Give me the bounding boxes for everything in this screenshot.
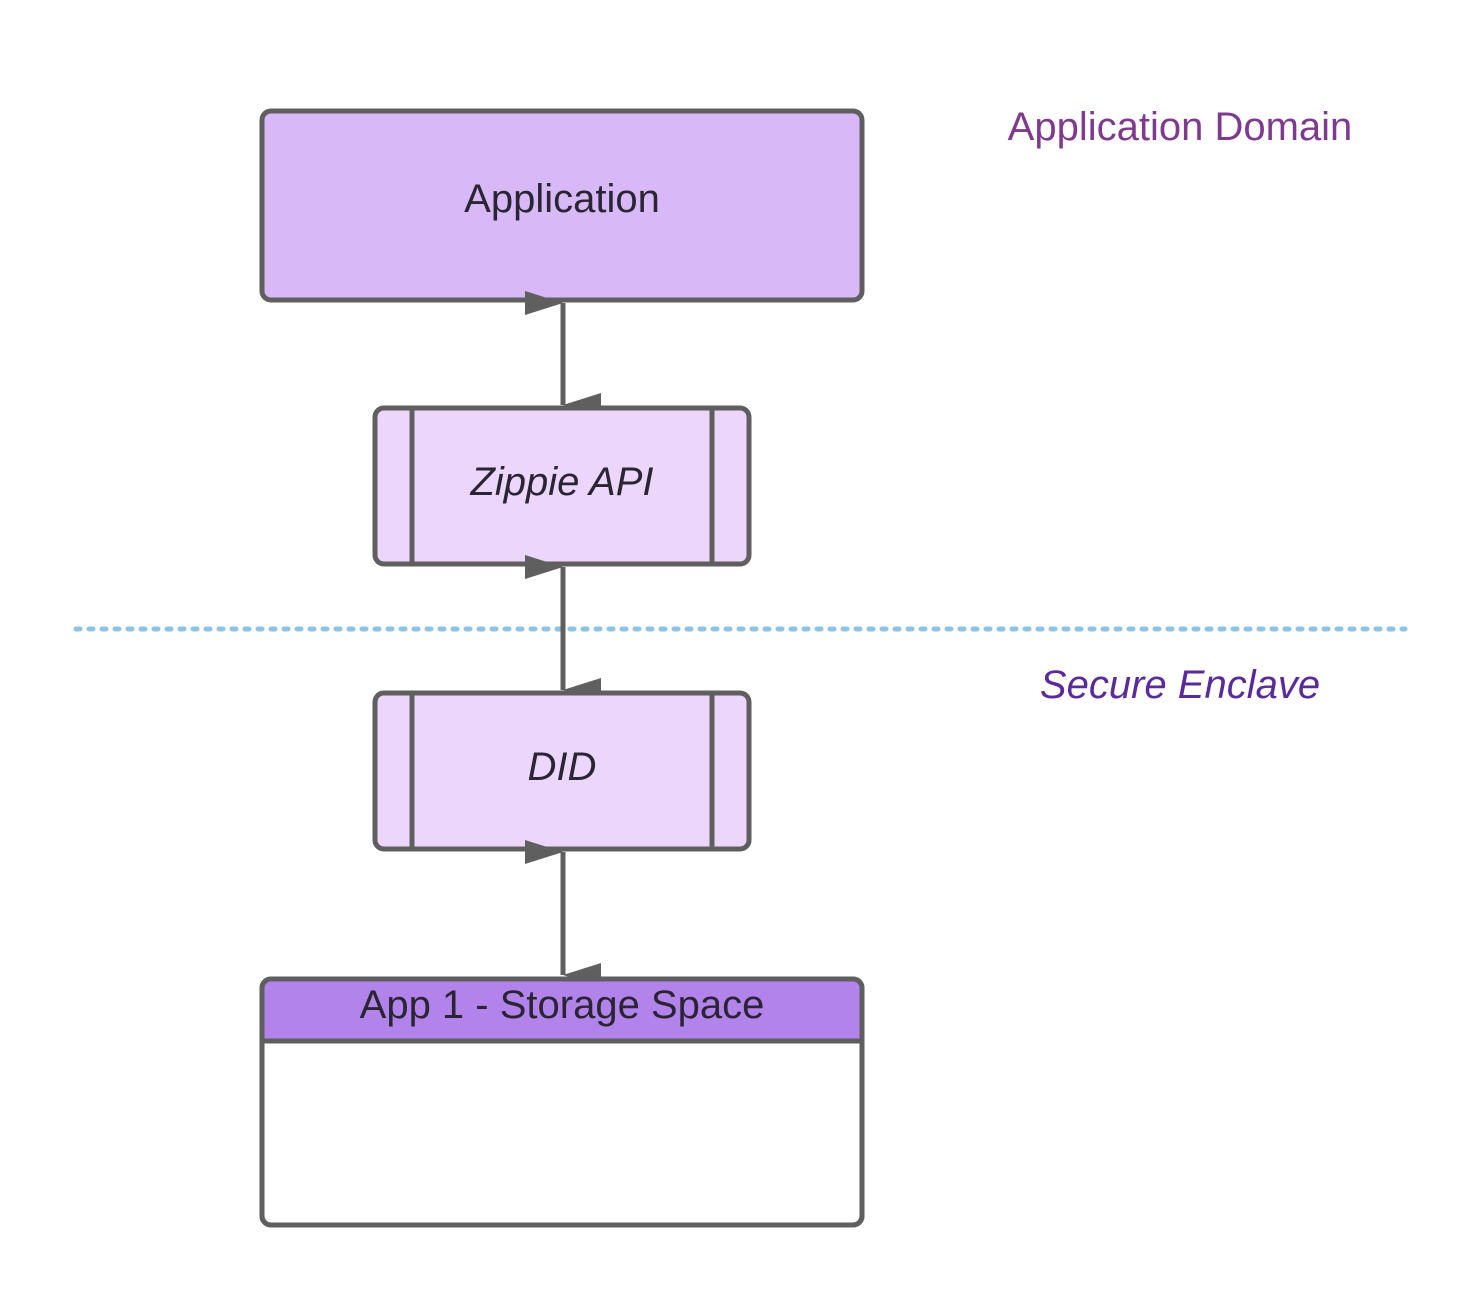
application-node: Application [259, 108, 865, 303]
application-domain-label: Application Domain [1008, 105, 1353, 149]
did-node: DID [372, 690, 752, 852]
storage-space-label: App 1 - Storage Space [360, 983, 765, 1027]
zippie-api-label: Zippie API [469, 460, 653, 504]
zippie-api-node: Zippie API [372, 405, 752, 567]
storage-space-node: App 1 - Storage Space [259, 976, 865, 1228]
did-label: DID [528, 745, 597, 789]
application-label: Application [464, 177, 660, 221]
secure-enclave-label: Secure Enclave [1040, 663, 1320, 707]
